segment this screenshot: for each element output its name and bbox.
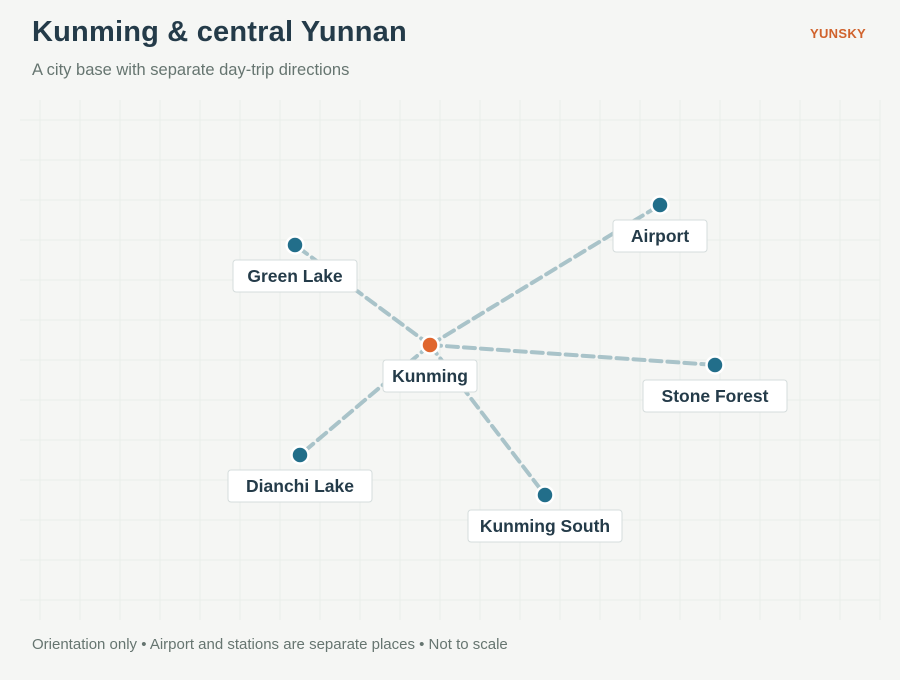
green-lake-marker[interactable] [285, 235, 305, 255]
page-subtitle: A city base with separate day-trip direc… [32, 61, 350, 79]
kunming-south-label-box [467, 509, 623, 543]
green-lake-label-box [232, 259, 358, 293]
kunming-hub-marker[interactable] [420, 335, 440, 355]
kunming-hub-label-box [382, 359, 478, 393]
footer-note: Orientation only • Airport and stations … [32, 636, 508, 653]
nodes-layer [285, 195, 725, 505]
stone-forest-label: Stone Forest [662, 386, 769, 406]
kunming-hub-label: Kunming [392, 366, 468, 386]
route-stone-forest [428, 343, 717, 367]
brand-logo: YUNSKY [810, 26, 866, 41]
dianchi-lake-marker[interactable] [290, 445, 310, 465]
airport-marker[interactable] [650, 195, 670, 215]
page-title: Kunming & central Yunnan [32, 16, 407, 48]
route-kunming-south [428, 343, 547, 497]
airport-label: Airport [631, 226, 690, 246]
kunming-south-marker[interactable] [535, 485, 555, 505]
dianchi-lake-label: Dianchi Lake [246, 476, 354, 496]
stone-forest-marker[interactable] [705, 355, 725, 375]
dianchi-lake-label-box [227, 469, 373, 503]
stone-forest-label-box [642, 379, 788, 413]
green-lake-label: Green Lake [247, 266, 343, 286]
kunming-south-label: Kunming South [480, 516, 610, 536]
airport-label-box [612, 219, 708, 253]
